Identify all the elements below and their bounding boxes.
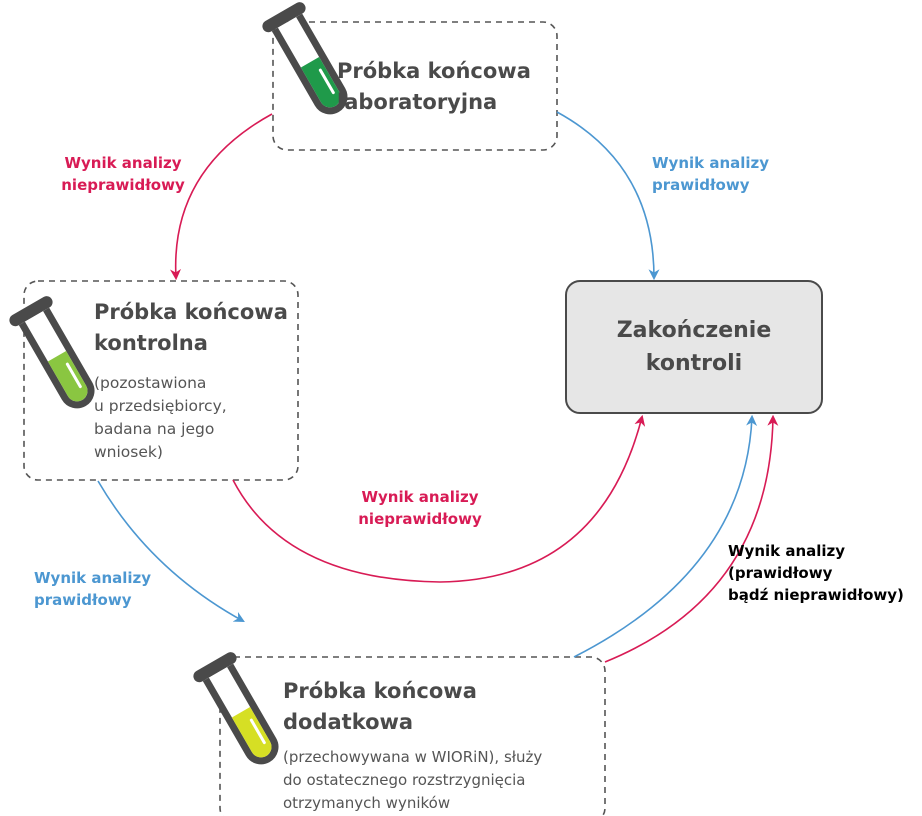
control-sample-box xyxy=(23,280,299,481)
lab-sample-title: Próbka końcowa laboratoryjna xyxy=(337,56,531,118)
edge-label-line2: prawidłowy xyxy=(652,176,750,194)
control-sample-note-line2: u przedsiębiorcy, xyxy=(94,397,227,415)
additional-sample-note: (przechowywana w WIORiN), służy do ostat… xyxy=(283,746,542,815)
lab-sample-title-line1: Próbka końcowa xyxy=(337,59,531,83)
additional-sample-box xyxy=(219,656,606,816)
additional-sample-title-line1: Próbka końcowa xyxy=(283,679,477,703)
test-tube-icon xyxy=(9,296,95,409)
control-sample-note-line4: wniosek) xyxy=(94,443,163,461)
edge-label-line2: nieprawidłowy xyxy=(358,510,482,528)
test-tube-icon xyxy=(262,2,348,115)
control-sample-note-line3: badana na jego xyxy=(94,420,215,438)
arrow-lab-to-end xyxy=(556,111,660,281)
additional-sample-note-line3: otrzymanych wyników xyxy=(283,794,451,812)
arrow-additional-to-end-red xyxy=(604,414,779,663)
control-sample-note: (pozostawiona u przedsiębiorcy, badana n… xyxy=(94,372,227,464)
edge-label-additional-to-end: Wynik analizy (prawidłowy bądź nieprawid… xyxy=(728,540,904,606)
edge-label-line1: Wynik analizy xyxy=(361,488,479,506)
end-box xyxy=(565,280,823,414)
tube-liquid xyxy=(47,350,88,402)
end-box-label: Zakończenie kontroli xyxy=(566,314,822,380)
edge-label-line2: (prawidłowy xyxy=(728,564,833,582)
edge-label-line2: prawidłowy xyxy=(34,591,132,609)
control-sample-title: Próbka końcowa kontrolna xyxy=(94,297,288,359)
edge-label-line2: nieprawidłowy xyxy=(61,176,185,194)
tube-liquid xyxy=(300,56,341,108)
test-tube-icon xyxy=(193,652,279,765)
lab-sample-box xyxy=(272,21,558,151)
edge-label-line1: Wynik analizy xyxy=(652,154,770,172)
end-box-label-line2: kontroli xyxy=(645,351,743,376)
additional-sample-note-line1: (przechowywana w WIORiN), służy xyxy=(283,748,543,766)
edge-label-lab-to-end: Wynik analizy prawidłowy xyxy=(652,152,769,196)
additional-sample-title: Próbka końcowa dodatkowa xyxy=(283,676,477,738)
edge-label-line1: Wynik analizy xyxy=(34,569,152,587)
additional-sample-note-line2: do ostatecznego rozstrzygnięcia xyxy=(283,771,526,789)
edge-label-line1: Wynik analizy xyxy=(728,542,846,560)
arrow-control-to-end xyxy=(232,414,646,583)
arrow-lab-to-control xyxy=(170,113,273,281)
control-sample-note-line1: (pozostawiona xyxy=(94,374,207,392)
lab-sample-title-line2: laboratoryjna xyxy=(337,90,498,114)
edge-label-line3: bądź nieprawidłowy) xyxy=(728,586,904,604)
arrow-additional-to-end-blue xyxy=(573,414,758,658)
control-sample-title-line2: kontrolna xyxy=(94,331,208,355)
additional-sample-title-line2: dodatkowa xyxy=(283,710,414,734)
control-sample-title-line1: Próbka końcowa xyxy=(94,300,288,324)
arrow-control-to-additional xyxy=(97,480,245,623)
edge-label-line1: Wynik analizy xyxy=(64,154,182,172)
tube-liquid xyxy=(231,706,272,758)
edge-label-lab-to-control: Wynik analizy nieprawidłowy xyxy=(28,152,218,196)
end-box-label-line1: Zakończenie xyxy=(616,318,772,343)
edge-label-control-to-additional: Wynik analizy prawidłowy xyxy=(34,567,151,611)
edge-label-control-to-end: Wynik analizy nieprawidłowy xyxy=(330,486,510,530)
